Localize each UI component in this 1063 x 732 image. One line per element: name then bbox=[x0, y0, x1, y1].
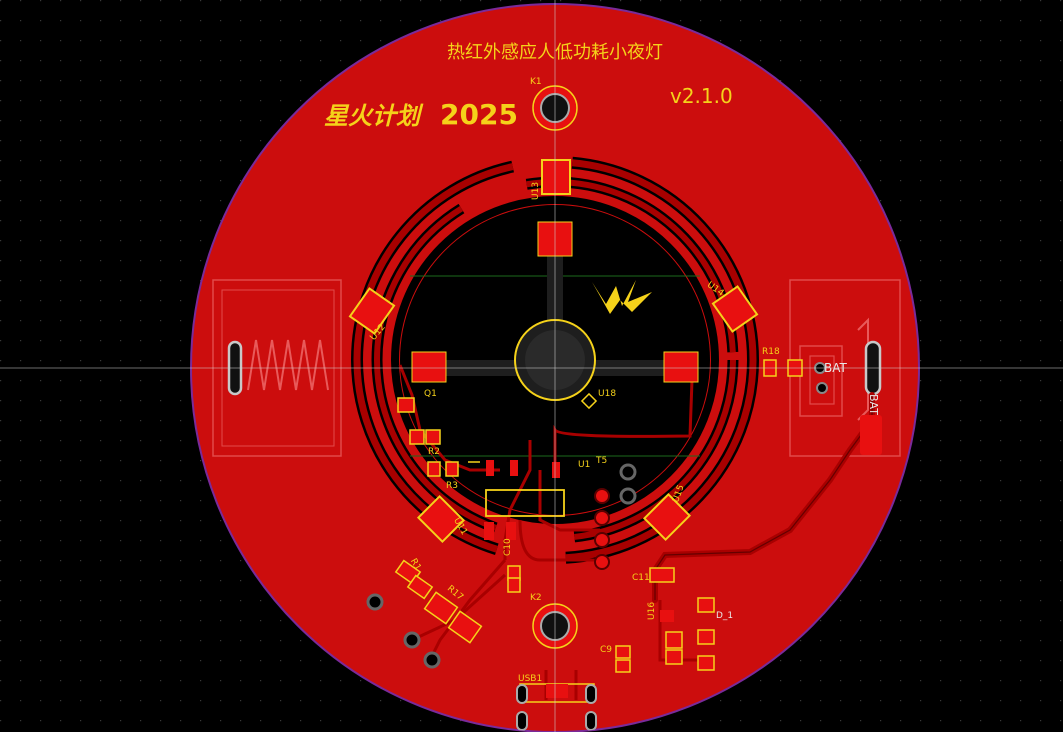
u1-pad-1[interactable] bbox=[486, 460, 494, 476]
usb1-shield-left[interactable] bbox=[516, 684, 528, 704]
u18-pin-marker bbox=[580, 392, 598, 410]
label-c11: C11 bbox=[632, 573, 650, 583]
u16-pad-3[interactable] bbox=[665, 649, 683, 665]
via-t5-5[interactable] bbox=[594, 532, 610, 548]
u1-pad-2[interactable] bbox=[510, 460, 518, 476]
c10-pad-b[interactable] bbox=[507, 577, 521, 593]
label-r3: R3 bbox=[446, 481, 458, 491]
via-left-3[interactable] bbox=[423, 651, 441, 669]
label-bat-right: BAT bbox=[867, 394, 880, 415]
usb1-shield-right[interactable] bbox=[585, 684, 597, 704]
via-t5-1[interactable] bbox=[619, 463, 637, 481]
u1-pad-4[interactable] bbox=[506, 522, 516, 540]
q1-body[interactable] bbox=[397, 397, 415, 413]
trace-u1-2 bbox=[538, 470, 600, 532]
usb1-shield-right-b[interactable] bbox=[585, 711, 597, 731]
u1-pad-3[interactable] bbox=[484, 522, 494, 540]
battery-contact-right bbox=[799, 345, 843, 417]
label-k2: K2 bbox=[530, 593, 542, 603]
led-u12[interactable] bbox=[348, 287, 396, 335]
c11-pad[interactable] bbox=[649, 567, 675, 583]
r3-pad-b[interactable] bbox=[445, 461, 459, 477]
cross-pad-right[interactable] bbox=[663, 351, 699, 383]
u16-pad-2[interactable] bbox=[665, 631, 683, 649]
inner-signal-trace bbox=[553, 379, 694, 470]
label-u1: U1 bbox=[578, 460, 590, 470]
label-r18: R18 bbox=[762, 347, 780, 357]
r17-pad-a[interactable] bbox=[423, 591, 459, 625]
u16-pad-1[interactable] bbox=[660, 610, 674, 622]
label-c10: C10 bbox=[503, 538, 513, 556]
cross-pad-left[interactable] bbox=[411, 351, 447, 383]
trace-u1-3 bbox=[518, 519, 600, 562]
label-t5: T5 bbox=[595, 456, 607, 466]
via-t5-4[interactable] bbox=[594, 510, 610, 526]
led-u11[interactable] bbox=[416, 494, 466, 544]
d1-pad-c[interactable] bbox=[697, 655, 715, 671]
q1-pad-a[interactable] bbox=[409, 429, 425, 445]
usb1-shield-left-b[interactable] bbox=[516, 711, 528, 731]
label-k1: K1 bbox=[530, 77, 542, 87]
lightning-v-logo bbox=[592, 280, 652, 314]
outer-ring-trace bbox=[353, 158, 757, 562]
battery-trace-pad[interactable] bbox=[860, 415, 882, 455]
r3-pad-a[interactable] bbox=[427, 461, 441, 477]
c9-pad-a[interactable] bbox=[615, 645, 631, 659]
u1-outline[interactable] bbox=[485, 489, 565, 517]
via-left-2[interactable] bbox=[403, 631, 421, 649]
d1-pad-b[interactable] bbox=[697, 629, 715, 645]
project-name: 星火计划 bbox=[324, 102, 424, 130]
usb1-pads[interactable] bbox=[546, 684, 568, 698]
via-t5-6[interactable] bbox=[594, 554, 610, 570]
via-t5-3[interactable] bbox=[594, 488, 610, 504]
label-u16: U16 bbox=[647, 602, 657, 620]
label-r2: R2 bbox=[428, 447, 440, 457]
label-usb1: USB1 bbox=[518, 674, 542, 684]
trace-u1-1 bbox=[503, 440, 532, 560]
d1-pad-a[interactable] bbox=[697, 597, 715, 613]
r1-pad-b[interactable] bbox=[406, 574, 434, 600]
label-q1: Q1 bbox=[424, 389, 437, 399]
trace-q1 bbox=[398, 364, 500, 472]
label-d1: D_1 bbox=[716, 611, 733, 621]
via-left-1[interactable] bbox=[366, 593, 384, 611]
board-version: v2.1.0 bbox=[670, 84, 733, 108]
led-u15[interactable] bbox=[642, 492, 692, 542]
via-bat-2[interactable] bbox=[816, 382, 828, 394]
project-year: 2025 bbox=[440, 98, 518, 131]
u1-pad-5[interactable] bbox=[552, 462, 560, 478]
label-u18: U18 bbox=[598, 389, 616, 399]
q1-pad-b[interactable] bbox=[425, 429, 441, 445]
label-c9: C9 bbox=[600, 645, 612, 655]
r17-pad-b[interactable] bbox=[447, 610, 483, 644]
led-u14[interactable] bbox=[711, 285, 759, 333]
battery-spring-symbol bbox=[247, 339, 329, 391]
via-t5-2[interactable] bbox=[619, 487, 637, 505]
led-u13[interactable] bbox=[541, 159, 571, 195]
c9-pad-b[interactable] bbox=[615, 659, 631, 673]
label-u13: U13 bbox=[531, 182, 541, 200]
battery-contact-right-inner bbox=[809, 355, 835, 405]
